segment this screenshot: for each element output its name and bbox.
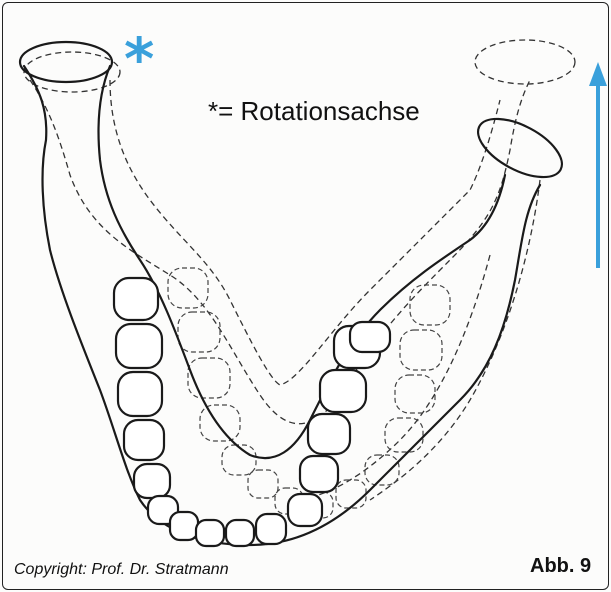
teeth-solid (114, 278, 390, 546)
asterisk-icon: * (124, 30, 154, 88)
arrow-up-icon (589, 62, 607, 268)
rotation-axis-legend: *= Rotationsachse (208, 96, 420, 127)
figure-number: Abb. 9 (530, 555, 591, 578)
copyright-text: Copyright: Prof. Dr. Stratmann (14, 561, 229, 579)
